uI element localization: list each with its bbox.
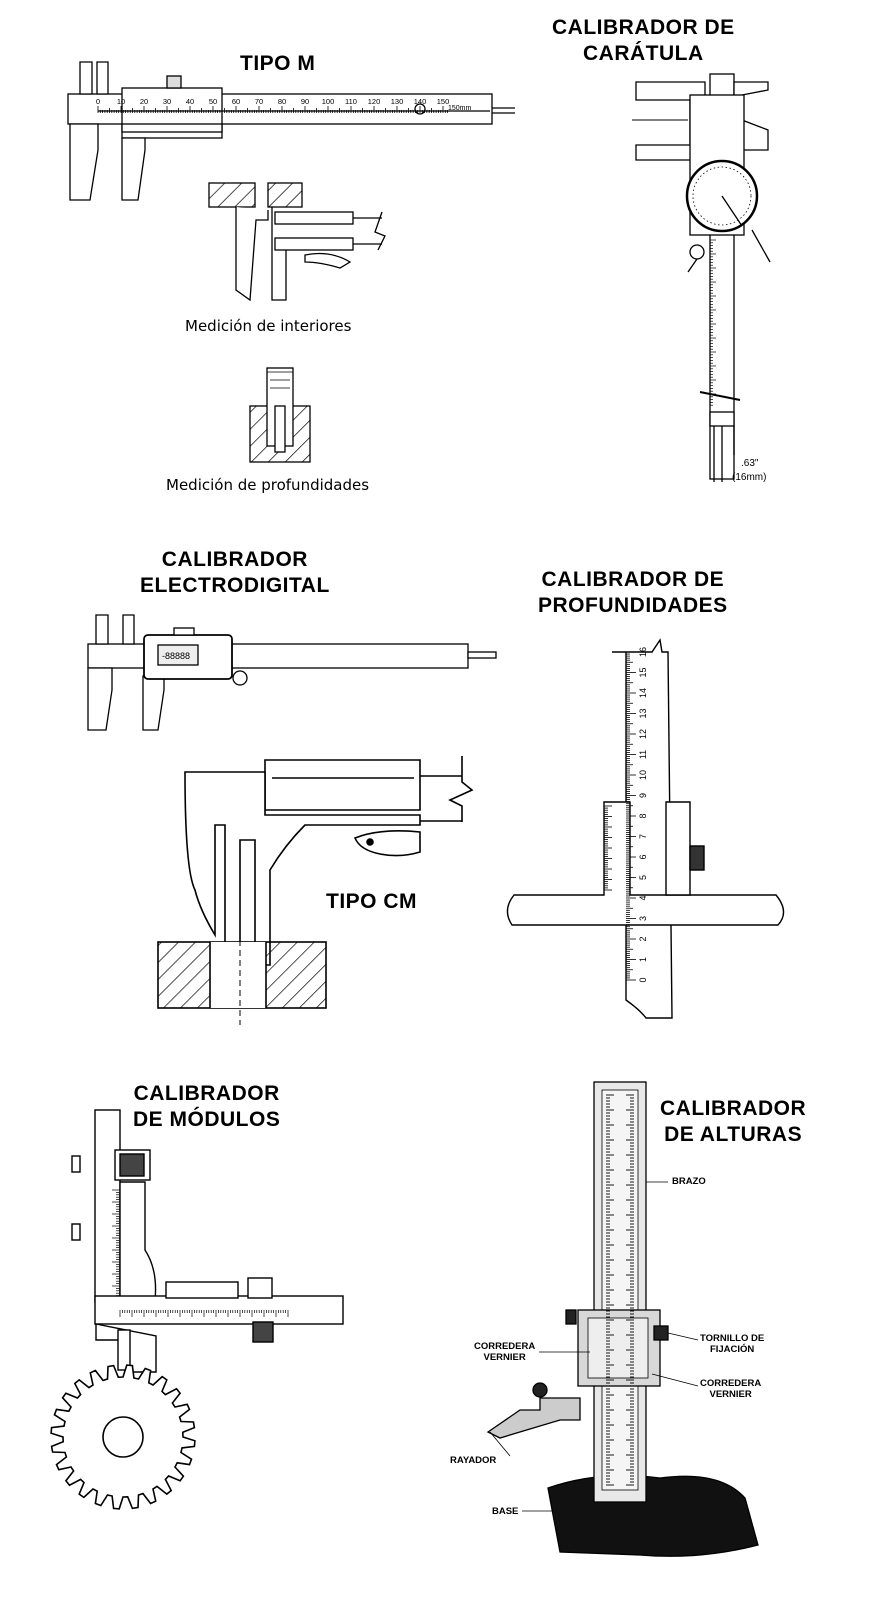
alturas-leader-lines [489,1181,699,1512]
title-electrodigital-line1: CALIBRADOR [161,548,308,571]
tipo-m-scale-number: 10 [117,97,125,106]
title-caratula-line1: CALIBRADOR DE [552,16,735,39]
digital-display: -88888 [162,651,190,661]
depth-scale-number: 12 [638,729,648,739]
depth-scale-number: 5 [638,875,648,880]
alturas-scale-ticks [606,1094,634,1486]
title-alturas: CALIBRADOR DE ALTURAS [660,1096,806,1148]
title-tipo-cm-text: TIPO CM [326,890,417,913]
title-electrodigital-line2: ELECTRODIGITAL [140,574,330,597]
tipo-m-scale-ticks [97,106,449,113]
title-caratula-line2: CARÁTULA [583,42,704,65]
label-corredera-right-line2: VERNIER [709,1389,752,1400]
depth-scale-number: 6 [638,854,648,859]
label-tornillo-line1: TORNILLO DE [700,1333,765,1344]
depth-scale-number: 14 [638,688,648,698]
caption-interiores: Medición de interiores [185,317,352,335]
depth-scale-number: 2 [638,936,648,941]
depth-scale-number: 15 [638,667,648,677]
depth-scale-number: 7 [638,834,648,839]
label-tornillo-line2: FIJACIÓN [709,1344,755,1355]
title-modulos-line2: DE MÓDULOS [133,1108,281,1131]
tipo-m-scale-numbers: 0 10 20 30 40 50 60 70 80 90 100 110 120 130 140 150 [96,97,449,106]
tipo-m-scale-number: 90 [301,97,309,106]
modulos-caliper [71,1109,344,1373]
tipo-m-scale-number: 140 [414,97,427,106]
label-base: BASE [492,1506,518,1517]
caratula-scale-ticks [710,239,716,406]
interiores-diagram [208,182,386,302]
depth-scale-number: 13 [638,708,648,718]
depth-scale-number: 9 [638,793,648,798]
tipo-m-scale-number: 130 [391,97,404,106]
title-modulos-line1: CALIBRADOR [133,1082,280,1105]
depth-scale-number: 0 [638,977,648,982]
depth-scale-number: 11 [638,750,648,759]
depth-scale-number: 8 [638,813,648,818]
label-corredera-right-line1: CORREDERA [700,1378,762,1389]
title-profundidades: CALIBRADOR DE PROFUNDIDADES [538,567,728,619]
caratula-dim-mm: (16mm) [732,472,766,483]
caption-profundidades: Medición de profundidades [166,476,370,494]
label-corredera-left-line1: CORREDERA [474,1341,536,1352]
tipo-m-caliper [67,61,515,201]
label-corredera-vernier-left: CORREDERA VERNIER [474,1341,535,1363]
tipo-m-scale-number: 110 [345,97,357,106]
title-tipo-m-text: TIPO M [240,52,316,75]
tipo-m-scale-number: 50 [209,97,217,106]
title-profundidades-line2: PROFUNDIDADES [538,594,728,617]
depth-scale-number: 10 [638,770,648,780]
caratula-caliper [632,73,771,482]
modulos-scale-ticks [112,1189,289,1317]
profundidades-small-diagram [249,367,311,463]
tipo-cm-diagram [157,756,474,1025]
gear [50,1364,196,1510]
depth-scale-ticks [604,651,636,981]
title-alturas-line1: CALIBRADOR [660,1097,807,1120]
tipo-m-scale-number: 70 [255,97,263,106]
tipo-m-scale-number: 100 [322,97,335,106]
alturas-caliper [486,1081,759,1557]
tipo-m-end-label: 150mm [448,105,472,112]
depth-scale-number: 4 [638,895,648,900]
depth-scale-number: 1 [638,957,648,962]
label-corredera-left-line2: VERNIER [483,1352,526,1363]
label-tornillo-fijacion: TORNILLO DE FIJACIÓN [700,1333,764,1355]
title-electrodigital: CALIBRADOR ELECTRODIGITAL [140,547,330,599]
electrodigital-caliper [87,614,497,731]
title-modulos: CALIBRADOR DE MÓDULOS [133,1081,280,1133]
tipo-m-scale-number: 80 [278,97,286,106]
label-brazo: BRAZO [672,1176,706,1187]
title-tipo-cm: TIPO CM [326,889,417,915]
label-base-text: BASE [492,1506,519,1517]
label-brazo-text: BRAZO [672,1176,706,1187]
label-rayador: RAYADOR [450,1455,496,1466]
label-corredera-vernier-right: CORREDERA VERNIER [700,1378,761,1400]
profundidades-caliper [506,638,785,1019]
caratula-dim-inch: .63" [741,458,759,469]
tipo-m-scale-number: 150 [437,97,450,106]
tipo-m-scale-number: 30 [163,97,171,106]
title-tipo-m: TIPO M [240,51,315,77]
depth-scale-number: 3 [638,916,648,921]
title-caratula: CALIBRADOR DE CARÁTULA [552,15,735,67]
title-alturas-line2: DE ALTURAS [664,1123,803,1146]
tipo-m-scale-number: 60 [232,97,240,106]
tipo-m-scale-number: 0 [96,97,100,106]
tipo-m-scale-number: 40 [186,97,194,106]
tipo-m-scale-number: 120 [368,97,381,106]
depth-scale-number: 16 [638,647,648,657]
label-rayador-text: RAYADOR [450,1455,497,1466]
title-profundidades-line1: CALIBRADOR DE [541,568,725,591]
tipo-m-scale-number: 20 [140,97,148,106]
